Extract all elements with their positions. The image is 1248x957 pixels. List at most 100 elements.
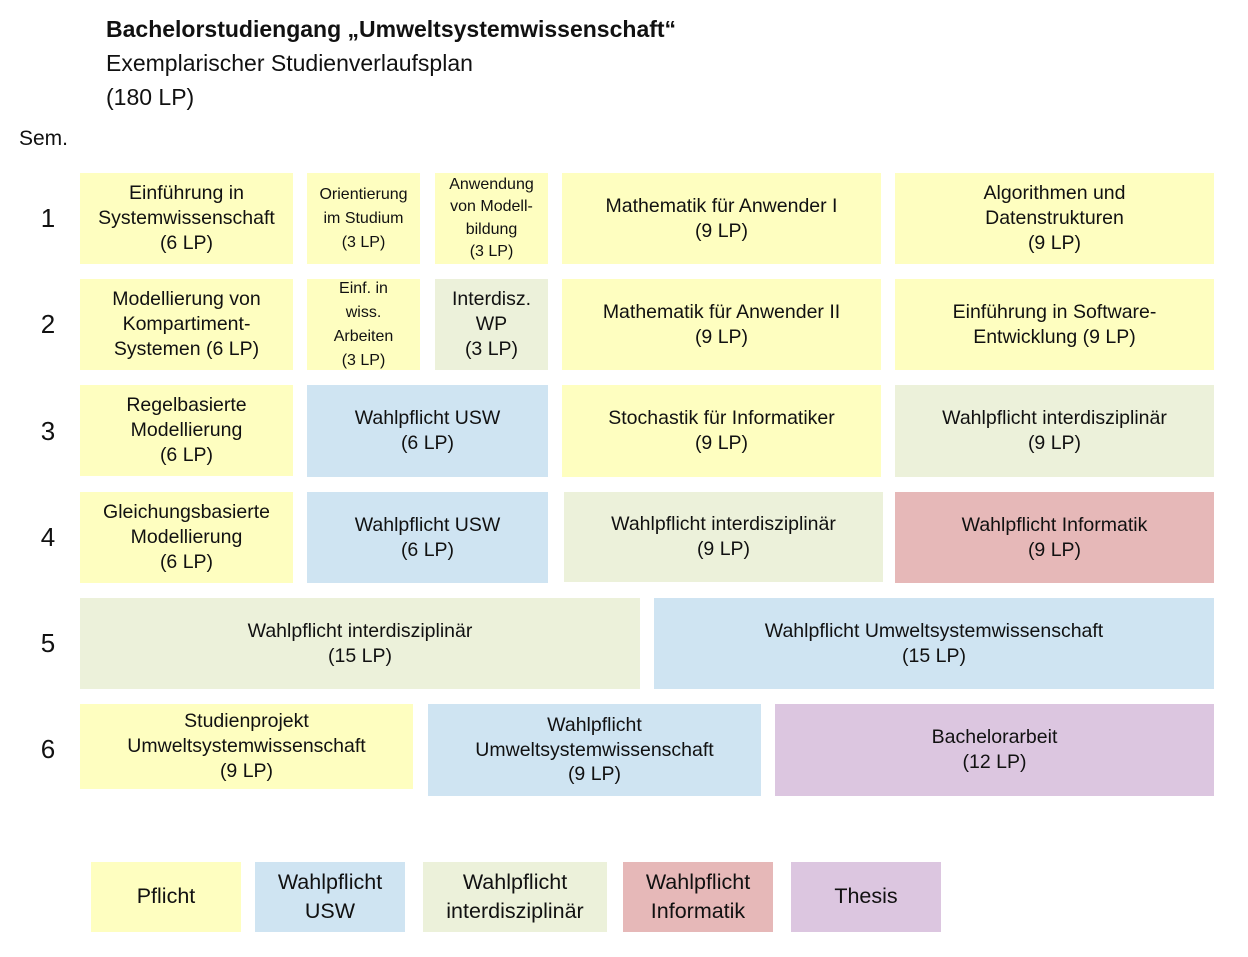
module-modellierung-kompartiment-systeme: Modellierung von Kompartiment- Systemen … [80, 279, 293, 370]
plan-subtitle: Exemplarischer Studienverlaufsplan [106, 50, 473, 76]
module-credits: (9 LP) [694, 219, 749, 242]
legend-label: Thesis [834, 884, 898, 909]
module-credits: (3 LP) [341, 351, 386, 369]
legend-pflicht: Pflicht [91, 862, 241, 932]
semester-number-4: 4 [40, 522, 56, 552]
legend-label: Wahlpflicht [462, 869, 568, 894]
module-credits: (12 LP) [962, 751, 1027, 773]
module-line: Systemwissenschaft [98, 207, 275, 230]
legend-label: Wahlpflicht [277, 869, 383, 894]
module-line: Wahlpflicht Umweltsystemwissenschaft [764, 619, 1104, 642]
semester-number-2: 2 [40, 309, 56, 339]
module-line: Mathematik für Anwender II [602, 300, 841, 323]
legend-label: Informatik [650, 899, 746, 923]
module-interdisz-wp: Interdisz. WP (3 LP) [435, 279, 548, 370]
module-line: im Studium [323, 209, 404, 227]
module-wahlpflicht-informatik-s4: Wahlpflicht Informatik (9 LP) [895, 492, 1214, 583]
module-wahlpflicht-usw-s4: Wahlpflicht USW (6 LP) [307, 492, 548, 583]
legend-thesis: Thesis [791, 862, 941, 932]
module-regelbasierte-modellierung: Regelbasierte Modellierung (6 LP) [80, 385, 293, 476]
module-credits: (6 LP) [159, 231, 214, 254]
legend-label: interdisziplinär [446, 899, 584, 923]
module-einfuehrung-software-entwicklung: Einführung in Software- Entwicklung (9 L… [895, 279, 1214, 370]
module-line: Modellierung von [112, 288, 261, 311]
module-wahlpflicht-umweltsystemwissenschaft-s6: Wahlpflicht Umweltsystemwissenschaft (9 … [428, 704, 761, 796]
module-line: von Modell- [450, 198, 533, 216]
module-algorithmen-datenstrukturen: Algorithmen und Datenstrukturen (9 LP) [895, 173, 1214, 264]
module-mathematik-anwender-2: Mathematik für Anwender II (9 LP) [562, 279, 881, 370]
module-gleichungsbasierte-modellierung: Gleichungsbasierte Modellierung (6 LP) [80, 492, 293, 583]
module-wahlpflicht-interdisziplinaer-s4: Wahlpflicht interdisziplinär (9 LP) [564, 492, 883, 582]
module-line: Wahlpflicht Informatik [961, 513, 1148, 536]
module-credits: (15 LP) [902, 644, 966, 667]
module-credits: (9 LP) [219, 759, 274, 782]
module-line: Algorithmen und [983, 182, 1126, 205]
module-anwendung-modellbildung: Anwendung von Modell- bildung (3 LP) [435, 173, 548, 264]
module-line: Umweltsystemwissenschaft [475, 738, 714, 761]
module-credits: (6 LP) [400, 432, 455, 454]
module-line: Einführung in [129, 182, 244, 205]
module-wahlpflicht-interdisziplinaer-s5: Wahlpflicht interdisziplinär (15 LP) [80, 598, 640, 689]
module-line: Entwicklung (9 LP) [973, 325, 1136, 348]
module-line: Kompartiment- [122, 313, 251, 336]
legend-label: Wahlpflicht [645, 869, 751, 894]
module-bachelorarbeit: Bachelorarbeit (12 LP) [775, 704, 1214, 796]
module-line: Wahlpflicht [547, 713, 642, 736]
module-line: Wahlpflicht interdisziplinär [247, 619, 473, 642]
module-line: Wahlpflicht interdisziplinär [611, 513, 836, 536]
module-line: Umweltsystemwissenschaft [127, 735, 366, 758]
module-wahlpflicht-umweltsystemwissenschaft-s5: Wahlpflicht Umweltsystemwissenschaft (15… [654, 598, 1214, 689]
module-mathematik-anwender-1: Mathematik für Anwender I (9 LP) [562, 173, 881, 264]
module-line: Orientierung [319, 185, 408, 203]
semester-number-1: 1 [40, 203, 56, 233]
module-stochastik-informatiker: Stochastik für Informatiker (9 LP) [562, 385, 881, 477]
module-credits: (3 LP) [464, 337, 519, 360]
module-line: Datenstrukturen [985, 207, 1124, 230]
semester-number-6: 6 [40, 734, 56, 764]
module-orientierung-im-studium: Orientierung im Studium (3 LP) [307, 173, 420, 264]
module-credits: (6 LP) [159, 443, 214, 466]
legend-label: Pflicht [136, 884, 196, 909]
plan-title: Bachelorstudiengang „Umweltsystemwissens… [106, 16, 677, 42]
module-line: Wahlpflicht USW [354, 513, 501, 536]
module-line: Interdisz. [451, 288, 532, 311]
semester-column-header: Sem. [19, 127, 69, 150]
module-studienprojekt-umweltsystemwissenschaft: Studienprojekt Umweltsystemwissenschaft … [80, 704, 413, 789]
module-einfuehrung-systemwissenschaft: Einführung in Systemwissenschaft (6 LP) [80, 173, 293, 264]
plan-total-credits: (180 LP) [106, 84, 195, 110]
legend-wahlpflicht-interdisziplinaer: Wahlpflicht interdisziplinär [423, 862, 607, 932]
module-line: Anwendung [449, 176, 534, 194]
module-credits: (9 LP) [1027, 538, 1082, 561]
module-line: Regelbasierte [126, 394, 247, 417]
module-line: Einführung in Software- [952, 300, 1157, 323]
module-credits: (15 LP) [328, 644, 392, 667]
module-line: WP [475, 313, 508, 336]
module-credits: (9 LP) [1027, 432, 1082, 454]
module-line: Modellierung [130, 419, 243, 442]
legend-label: USW [304, 899, 356, 923]
module-line: Wahlpflicht USW [354, 407, 501, 430]
module-line: Studienprojekt [184, 710, 309, 733]
module-wahlpflicht-usw-s3: Wahlpflicht USW (6 LP) [307, 385, 548, 477]
semester-number-5: 5 [40, 628, 56, 658]
legend-wahlpflicht-usw: Wahlpflicht USW [255, 862, 405, 932]
module-line: Bachelorarbeit [931, 726, 1058, 749]
module-credits: (9 LP) [694, 432, 749, 454]
module-line: bildung [465, 220, 518, 238]
module-credits: (6 LP) [159, 550, 214, 573]
module-line: Arbeiten [333, 327, 394, 345]
module-credits: (6 LP) [400, 538, 455, 561]
module-line: Mathematik für Anwender I [605, 194, 838, 217]
module-line: Systemen (6 LP) [113, 337, 260, 360]
module-credits: (9 LP) [567, 763, 622, 786]
module-credits: (9 LP) [696, 538, 751, 560]
module-credits: (3 LP) [341, 233, 386, 251]
module-credits: (3 LP) [469, 242, 514, 260]
module-line: Wahlpflicht interdisziplinär [942, 407, 1167, 430]
legend-wahlpflicht-informatik: Wahlpflicht Informatik [623, 862, 773, 932]
module-credits: (9 LP) [694, 325, 749, 348]
module-einf-wiss-arbeiten: Einf. in wiss. Arbeiten (3 LP) [307, 279, 420, 370]
module-credits: (9 LP) [1027, 231, 1082, 254]
module-wahlpflicht-interdisziplinaer-s3: Wahlpflicht interdisziplinär (9 LP) [895, 385, 1214, 477]
module-line: wiss. [345, 303, 382, 321]
